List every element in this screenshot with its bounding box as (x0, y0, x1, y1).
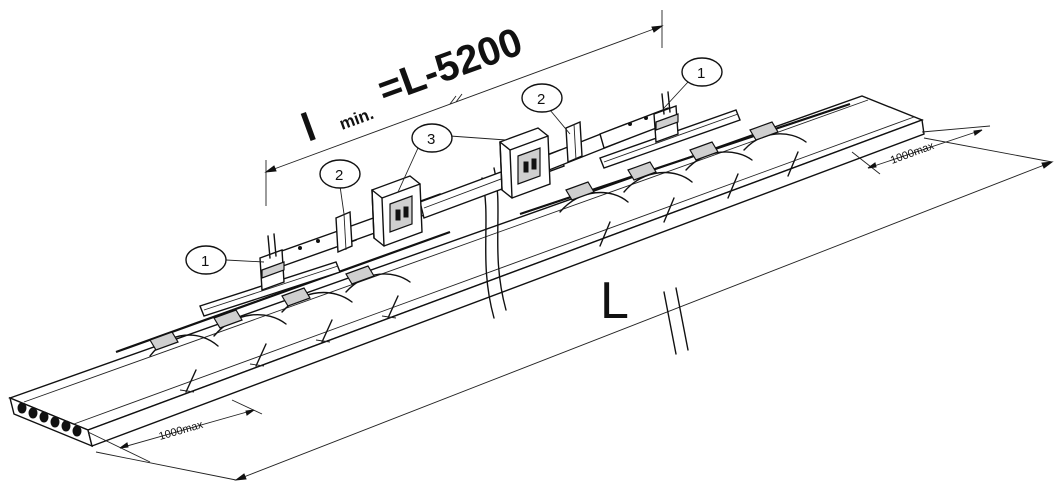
dimension-subscript: min. (337, 104, 376, 134)
frame-clamp-left (371, 175, 423, 247)
slab-cores (17, 402, 82, 437)
callout-2-right-label: 2 (537, 91, 545, 108)
dimension-symbol: l (296, 105, 322, 150)
dimension-expression: =L-5200 (372, 20, 528, 113)
length-dimension: L (95, 137, 1054, 481)
width-label-left: 1000max (158, 419, 205, 443)
callout-2-right: 2 (521, 83, 571, 135)
callout-1-right: 1 (663, 57, 723, 109)
frame-clamp-right (499, 127, 551, 199)
lifting-hook-left (259, 233, 285, 291)
callout-1-left: 1 (185, 245, 265, 275)
callout-3-label: 3 (427, 131, 435, 148)
clamp-group-left (115, 230, 451, 393)
lifting-hook-right (653, 91, 679, 143)
lower-rail-right (599, 109, 741, 169)
callout-2-left-label: 2 (335, 167, 343, 184)
clamp-group-right (519, 102, 851, 247)
lower-rail-left (199, 261, 341, 317)
callout-2-left: 2 (319, 159, 361, 215)
callout-1-left-label: 1 (201, 253, 209, 270)
length-label: L (600, 272, 629, 330)
adjuster-plate-right (565, 120, 583, 164)
adjuster-plate-left (335, 210, 353, 254)
hollow-core-slab (8, 95, 925, 448)
callout-1-right-label: 1 (697, 65, 705, 82)
callout-3: 3 (397, 123, 507, 193)
